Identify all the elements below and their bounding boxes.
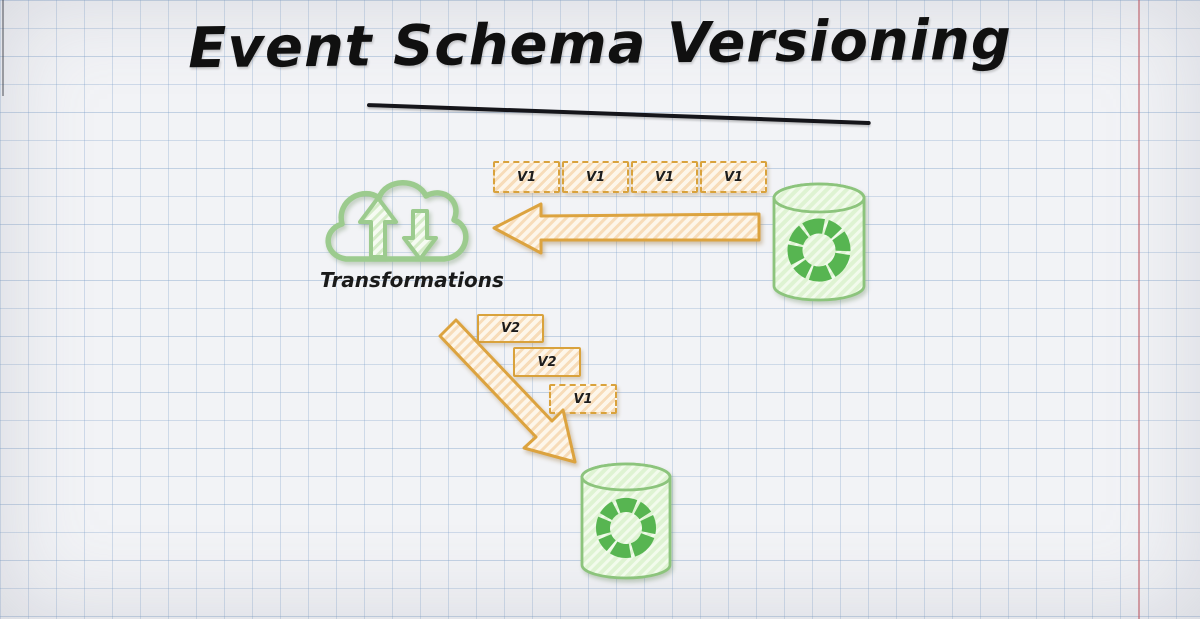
down-right-arrow-icon: [438, 318, 577, 464]
event-box-v1: V1: [493, 161, 560, 193]
event-label: V1: [654, 169, 675, 185]
cloud-outline: [325, 180, 469, 262]
event-label: V1: [573, 391, 593, 407]
event-label: V1: [585, 169, 606, 185]
source-database-icon: [772, 182, 866, 302]
cycle-icon: [596, 498, 656, 558]
destination-database-icon: [580, 462, 672, 580]
left-arrow-icon: [492, 202, 761, 255]
paper-edge-line: [2, 0, 4, 96]
event-label: V1: [516, 169, 537, 185]
event-label: V2: [537, 354, 557, 370]
event-box-v1: V1: [700, 161, 767, 193]
event-box-v2: V2: [513, 347, 581, 377]
event-box-v1: V1: [631, 161, 698, 193]
cylinder-top: [580, 462, 672, 492]
event-label: V2: [500, 321, 521, 336]
event-box-v1: V1: [562, 161, 629, 193]
event-box-v1: V1: [549, 384, 617, 414]
cloud-sync-icon: [325, 180, 469, 262]
event-label: V1: [723, 169, 744, 185]
download-arrow-icon: [402, 209, 438, 261]
cylinder-top: [772, 182, 866, 214]
cycle-icon: [787, 218, 851, 282]
transformations-label: Transformations: [320, 268, 504, 292]
upload-arrow-icon: [358, 196, 398, 259]
event-box-v2: V2: [477, 314, 544, 343]
margin-line: [1138, 0, 1140, 619]
